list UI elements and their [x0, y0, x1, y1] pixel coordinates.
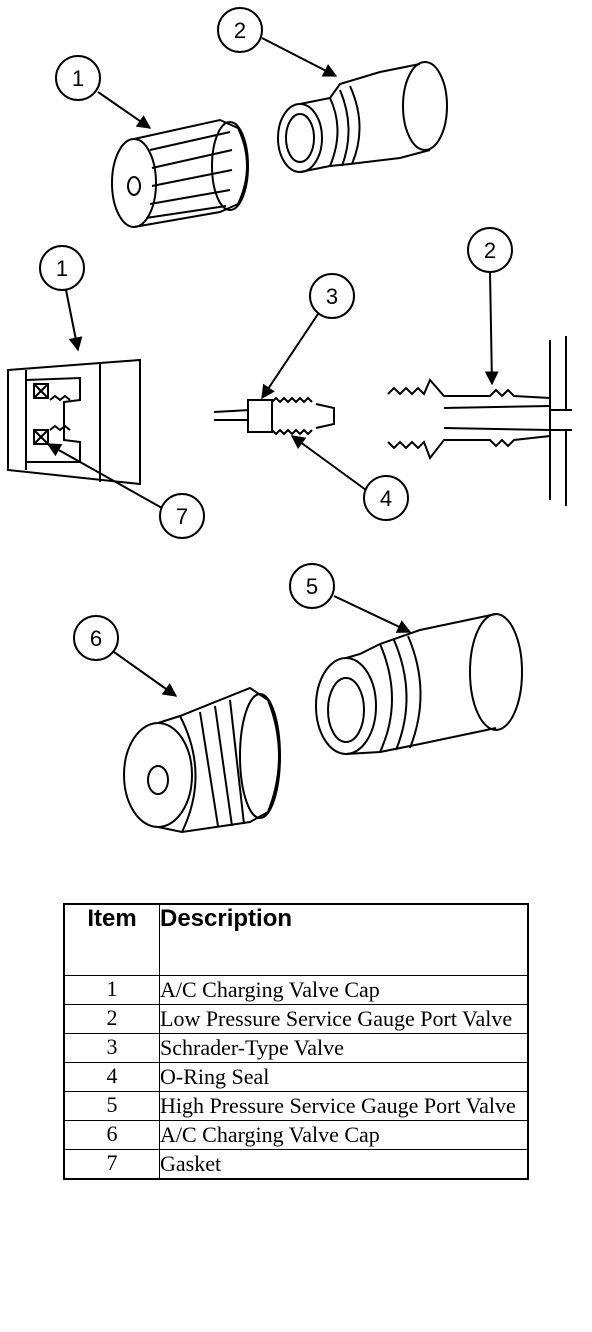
- large-charging-cap-drawing: [123, 686, 281, 834]
- schrader-valve-drawing: [213, 396, 335, 436]
- callout-5: 5: [289, 563, 412, 633]
- item-description: Gasket: [159, 1149, 529, 1180]
- port-valve-cross-section-drawing: [387, 336, 572, 506]
- table-row: 7 Gasket: [63, 1149, 529, 1180]
- svg-text:7: 7: [176, 504, 188, 529]
- parts-legend-table: Item Description 1 A/C Charging Valve Ca…: [63, 903, 529, 1180]
- high-pressure-port-valve-drawing: [315, 613, 523, 755]
- low-pressure-port-valve-drawing: [277, 61, 448, 173]
- table-row: 1 A/C Charging Valve Cap: [63, 975, 529, 1005]
- item-description: Low Pressure Service Gauge Port Valve: [159, 1004, 529, 1034]
- header-description: Description: [159, 903, 529, 976]
- item-number: 4: [63, 1062, 160, 1092]
- svg-text:2: 2: [484, 238, 496, 263]
- svg-text:5: 5: [306, 574, 318, 599]
- header-item: Item: [63, 903, 160, 976]
- legend-header-row: Item Description: [63, 903, 529, 976]
- item-description: A/C Charging Valve Cap: [159, 975, 529, 1005]
- callout-1-middle: 1: [39, 245, 85, 352]
- svg-text:3: 3: [326, 284, 338, 309]
- callout-2-top: 2: [217, 7, 338, 77]
- item-description: High Pressure Service Gauge Port Valve: [159, 1091, 529, 1121]
- svg-text:1: 1: [56, 256, 68, 281]
- item-number: 3: [63, 1033, 160, 1063]
- item-number: 6: [63, 1120, 160, 1150]
- svg-text:2: 2: [234, 18, 246, 43]
- cap-cross-section-drawing: [7, 358, 141, 486]
- callout-4: 4: [290, 435, 409, 521]
- parts-illustration: 1 2 1 3 2 4 7 5 6: [7, 7, 572, 834]
- table-row: 2 Low Pressure Service Gauge Port Valve: [63, 1004, 529, 1034]
- small-charging-cap-drawing: [111, 118, 249, 228]
- item-description: Schrader-Type Valve: [159, 1033, 529, 1063]
- callout-7: 7: [46, 443, 205, 539]
- svg-text:6: 6: [90, 626, 102, 651]
- callout-3: 3: [261, 273, 355, 400]
- item-number: 2: [63, 1004, 160, 1034]
- table-row: 4 O-Ring Seal: [63, 1062, 529, 1092]
- table-row: 3 Schrader-Type Valve: [63, 1033, 529, 1063]
- table-row: 5 High Pressure Service Gauge Port Valve: [63, 1091, 529, 1121]
- item-number: 1: [63, 975, 160, 1005]
- callout-1-top: 1: [55, 55, 152, 129]
- item-description: O-Ring Seal: [159, 1062, 529, 1092]
- table-row: 6 A/C Charging Valve Cap: [63, 1120, 529, 1150]
- item-number: 5: [63, 1091, 160, 1121]
- callout-6: 6: [73, 615, 178, 697]
- item-number: 7: [63, 1149, 160, 1180]
- item-description: A/C Charging Valve Cap: [159, 1120, 529, 1150]
- callout-2-middle: 2: [467, 227, 513, 386]
- svg-text:1: 1: [72, 66, 84, 91]
- svg-text:4: 4: [380, 486, 392, 511]
